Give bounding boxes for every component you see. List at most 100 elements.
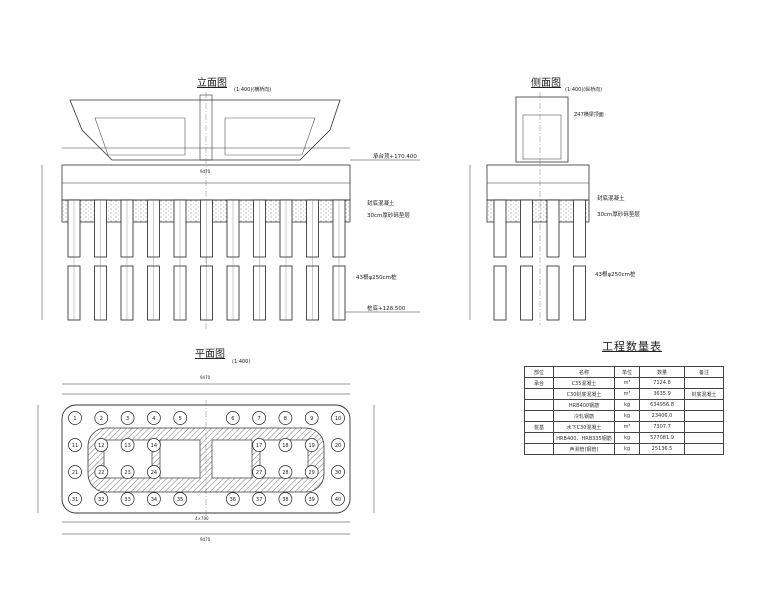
quantity-table-header-cell: 数量 (639, 366, 685, 378)
front-view-scale: (1:400)(横桥向) (234, 86, 271, 93)
side-label-cushion: 30cm厚砂砾垫层 (597, 210, 640, 218)
side-pile-upper (573, 199, 586, 258)
plan-pile-circle (304, 438, 319, 452)
quantity-table-cell (684, 399, 724, 411)
plan-dim-total-bottom: 9470 (200, 537, 211, 542)
plan-pile-circle (278, 411, 293, 425)
side-pile-lower (520, 265, 533, 321)
plan-pile-circle (252, 438, 266, 452)
front-label-seal: 封底混凝土 (367, 199, 395, 207)
plan-pile-label: 23 (124, 470, 130, 476)
plan-pile-circle (278, 438, 293, 452)
plan-pile-circle (68, 411, 82, 425)
front-label-top-elev: 承台顶+170.400 (373, 152, 417, 160)
side-pile-upper (520, 199, 533, 258)
quantity-table-cell: m³ (614, 421, 640, 433)
plan-pile-label: 34 (151, 497, 157, 503)
plan-pile-circle (304, 492, 319, 506)
plan-pile-circle (252, 411, 266, 425)
quantity-table-cell: m³ (614, 377, 640, 389)
quantity-table-cell (524, 443, 554, 455)
plan-pile-circle (331, 411, 345, 425)
plan-pile-circle (252, 492, 266, 506)
plan-dim-mid: 4×700 (195, 516, 209, 521)
plan-pile-circle (94, 465, 109, 479)
plan-pile-circle (120, 411, 135, 425)
pier-void-left (94, 117, 186, 156)
quantity-table-cell: kg (614, 443, 640, 455)
quantity-table-cell: 7307.7 (639, 421, 685, 433)
quantity-table-cell: 23406.0 (639, 410, 685, 422)
plan-pile-circle (120, 465, 135, 479)
quantity-table-cell (684, 410, 724, 422)
side-pile-lower (573, 265, 586, 321)
plan-pile-circle (278, 492, 293, 506)
quantity-table-cell: 3635.9 (639, 388, 685, 400)
plan-pile-label: 37 (256, 497, 262, 503)
quantity-table-header-cell: 单位 (614, 366, 640, 378)
plan-pile-label: 17 (256, 443, 262, 449)
quantity-table-cell: kg (614, 399, 640, 411)
plan-pile-label: 22 (98, 470, 104, 476)
quantity-table-header-cell: 名称 (553, 366, 615, 378)
plan-pile-circle (225, 411, 240, 425)
side-seal-concrete (486, 199, 590, 223)
quantity-table-cell: 声测管(钢管) (553, 443, 615, 455)
front-piles (67, 199, 346, 321)
quantity-table-cell (524, 410, 554, 422)
quantity-table-cell: 634956.8 (639, 399, 685, 411)
plan-pile-circle (331, 438, 345, 452)
plan-pile-label: 30 (335, 470, 341, 476)
plan-pile-circle (147, 465, 161, 479)
quantity-table-header-cell: 备注 (684, 366, 724, 378)
plan-pile-label: 2 (100, 416, 103, 422)
side-pile-cap (486, 164, 590, 201)
side-view-scale: (1:400)(纵桥向) (565, 86, 602, 93)
plan-pile-circle (147, 438, 161, 452)
quantity-table-cell (524, 388, 554, 400)
plan-pile-circle (173, 492, 188, 506)
plan-pile-label: 31 (72, 497, 78, 503)
side-pile-lower (546, 265, 560, 321)
plan-pile-label: 7 (258, 416, 261, 422)
quantity-table-cell: 水下C30混凝土 (553, 421, 615, 433)
plan-pile-label: 1 (73, 416, 76, 422)
plan-pile-label: 8 (284, 416, 287, 422)
quantity-table-cell (684, 443, 724, 455)
plan-dim-total-top: 9470 (200, 375, 211, 380)
plan-pile-circle (331, 465, 345, 479)
quantity-table-cell (684, 377, 724, 389)
plan-view-title: 平面图 (195, 348, 225, 360)
plan-pile-label: 20 (335, 443, 341, 449)
quantity-table-cell: 封底混凝土 (684, 388, 724, 400)
plan-pile-label: 4 (152, 416, 155, 422)
plan-pile-label: 11 (72, 443, 78, 449)
quantity-table-cell: kg (614, 410, 640, 422)
plan-pile-label: 29 (309, 470, 315, 476)
side-pile-lower (493, 265, 507, 321)
plan-pile-label: 33 (124, 497, 130, 503)
front-label-piles: 43根φ250cm桩 (356, 273, 397, 281)
side-label-piles: 43根φ250cm桩 (595, 270, 636, 278)
quantity-table-cell: 577081.9 (639, 432, 685, 444)
plan-pile-label: 35 (177, 497, 183, 503)
plan-pile-circle (225, 492, 240, 506)
plan-pile-label: 5 (179, 416, 182, 422)
front-view: 立面图 (1:400)(横桥向) 9470 承台顶+170.400 封底混凝土 … (41, 76, 420, 330)
side-piles (493, 199, 586, 321)
plan-void-3 (211, 439, 253, 479)
plan-pile-circle (68, 465, 82, 479)
quantity-table-title: 工程数量表 (602, 340, 662, 353)
plan-pile-circle (278, 465, 293, 479)
quantity-table-cell: HRB400钢筋 (553, 399, 615, 411)
plan-pile-label: 27 (256, 470, 262, 476)
plan-pile-label: 39 (309, 497, 315, 503)
